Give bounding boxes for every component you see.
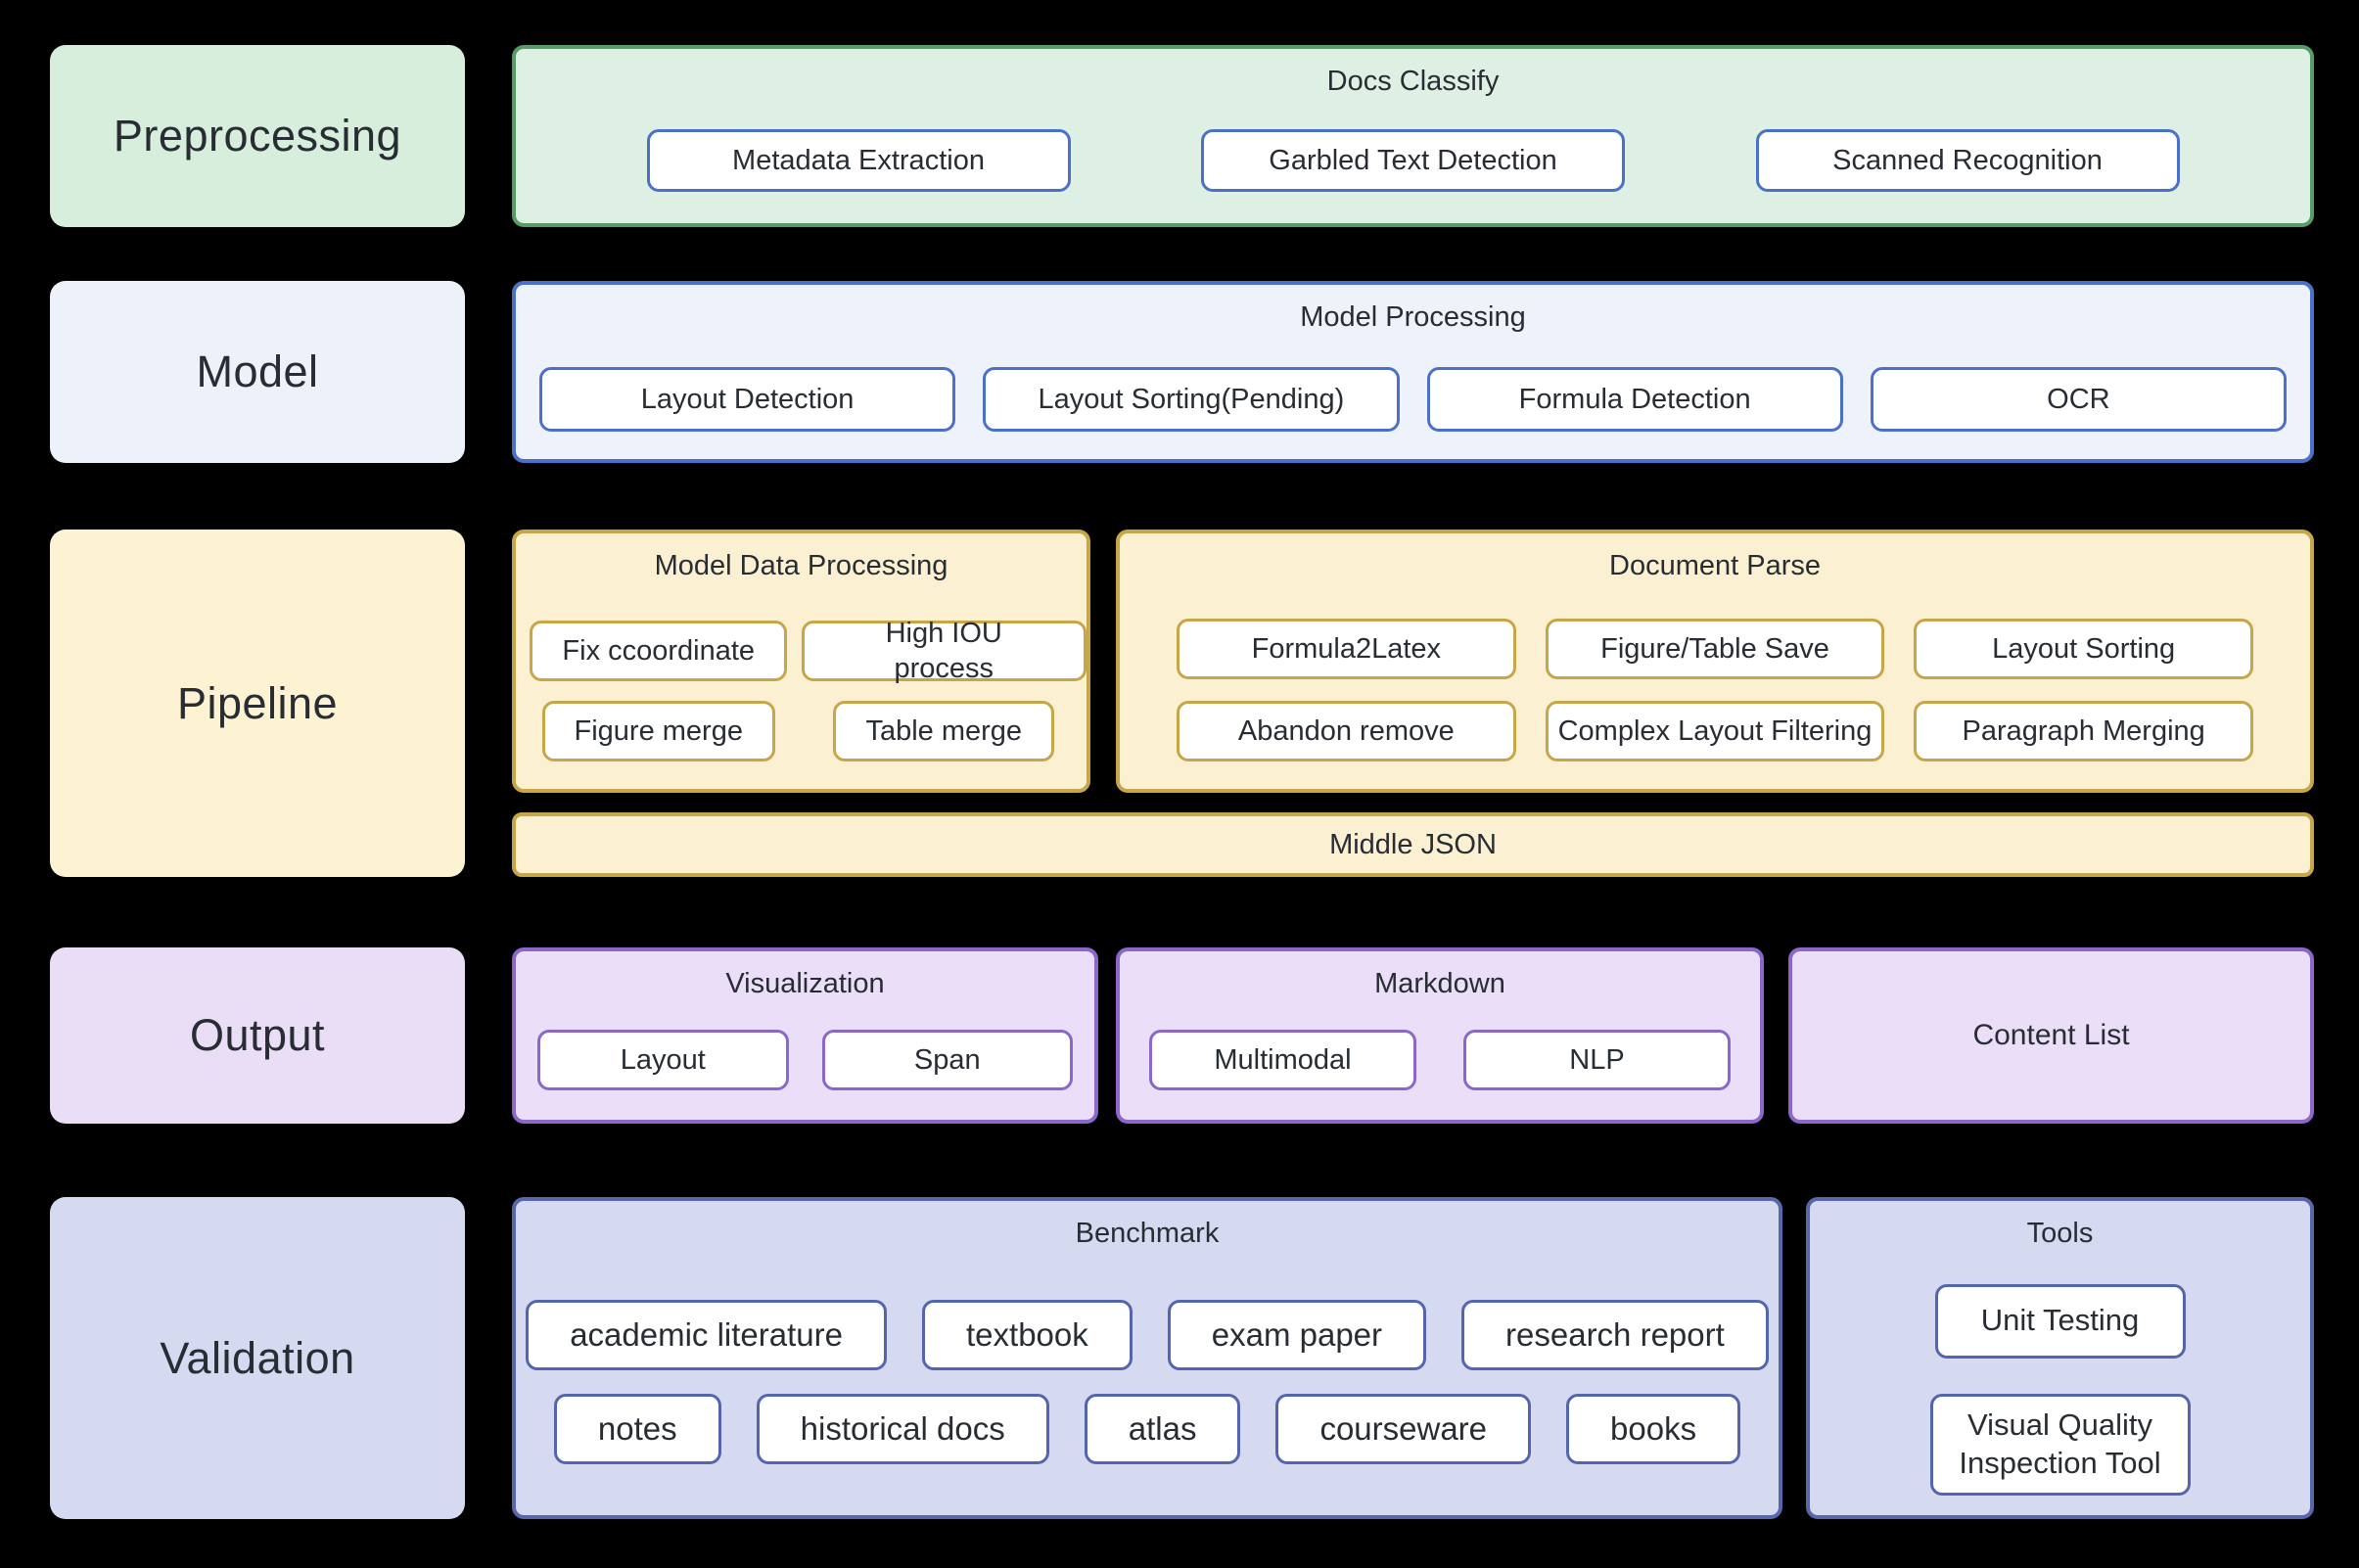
group-title-model-data-processing: Model Data Processing bbox=[654, 550, 948, 581]
group-title-docs-classify: Docs Classify bbox=[1326, 66, 1500, 97]
pill-atlas: atlas bbox=[1084, 1394, 1241, 1464]
pill-books: books bbox=[1566, 1394, 1741, 1464]
group-model-processing: Model Processing Layout Detection Layout… bbox=[512, 281, 2314, 463]
pill-notes: notes bbox=[553, 1394, 721, 1464]
row-label-validation: Validation bbox=[50, 1197, 465, 1519]
group-tools: Tools Unit Testing Visual Quality Inspec… bbox=[1806, 1197, 2314, 1519]
group-title-benchmark: Benchmark bbox=[1075, 1218, 1220, 1249]
group-title-model-processing: Model Processing bbox=[1300, 301, 1526, 333]
pill-layout: Layout bbox=[537, 1030, 789, 1090]
pill-figure-merge: Figure merge bbox=[541, 701, 775, 761]
pill-layout-sorting-pending: Layout Sorting(Pending) bbox=[983, 367, 1400, 432]
pill-paragraph-merging: Paragraph Merging bbox=[1914, 701, 2253, 761]
pill-layout-sorting: Layout Sorting bbox=[1914, 619, 2253, 679]
pill-textbook: textbook bbox=[922, 1300, 1133, 1370]
group-title-visualization: Visualization bbox=[725, 968, 885, 999]
row-label-pipeline: Pipeline bbox=[50, 530, 465, 877]
pill-unit-testing: Unit Testing bbox=[1934, 1283, 2186, 1359]
pill-table-merge: Table merge bbox=[833, 701, 1055, 761]
row-output: Output Visualization Layout Span Markdow… bbox=[50, 947, 2314, 1124]
row-preprocessing: Preprocessing Docs Classify Metadata Ext… bbox=[50, 45, 2314, 227]
row-pipeline: Pipeline Model Data Processing Fix ccoor… bbox=[50, 530, 2314, 877]
group-document-parse: Document Parse Formula2Latex Figure/Tabl… bbox=[1116, 530, 2314, 793]
group-markdown: Markdown Multimodal NLP bbox=[1116, 947, 1764, 1124]
pill-garbled-text-detection: Garbled Text Detection bbox=[1201, 129, 1625, 192]
group-benchmark: Benchmark academic literature textbook e… bbox=[512, 1197, 1782, 1519]
pill-fix-ccoordinate: Fix ccoordinate bbox=[530, 621, 788, 681]
group-docs-classify: Docs Classify Metadata Extraction Garble… bbox=[512, 45, 2314, 227]
pill-academic-literature: academic literature bbox=[526, 1300, 887, 1370]
row-validation: Validation Benchmark academic literature… bbox=[50, 1197, 2314, 1519]
row-label-output: Output bbox=[50, 947, 465, 1124]
pill-ocr: OCR bbox=[1870, 367, 2287, 432]
pill-high-iou-process: High IOU process bbox=[801, 618, 1087, 684]
pill-historical-docs: historical docs bbox=[756, 1394, 1049, 1464]
group-title-markdown: Markdown bbox=[1374, 968, 1505, 999]
pill-span: Span bbox=[821, 1030, 1073, 1090]
pill-formula2latex: Formula2Latex bbox=[1177, 619, 1516, 679]
group-title-document-parse: Document Parse bbox=[1609, 550, 1821, 581]
group-visualization: Visualization Layout Span bbox=[512, 947, 1098, 1124]
pill-metadata-extraction: Metadata Extraction bbox=[646, 129, 1071, 192]
pill-scanned-recognition: Scanned Recognition bbox=[1755, 129, 2180, 192]
pill-visual-quality-inspection-tool: Visual Quality Inspection Tool bbox=[1929, 1393, 2191, 1496]
pill-research-report: research report bbox=[1461, 1300, 1769, 1370]
row-model: Model Model Processing Layout Detection … bbox=[50, 281, 2314, 463]
pill-formula-detection: Formula Detection bbox=[1426, 367, 1843, 432]
group-content-list: Content List bbox=[1788, 947, 2314, 1124]
pill-nlp: NLP bbox=[1463, 1030, 1731, 1090]
pill-multimodal: Multimodal bbox=[1149, 1030, 1416, 1090]
pill-figure-table-save: Figure/Table Save bbox=[1545, 619, 1885, 679]
pill-courseware: courseware bbox=[1275, 1394, 1532, 1464]
pill-abandon-remove: Abandon remove bbox=[1177, 701, 1516, 761]
pill-layout-detection: Layout Detection bbox=[539, 367, 956, 432]
group-model-data-processing: Model Data Processing Fix ccoordinate Hi… bbox=[512, 530, 1090, 793]
row-label-model: Model bbox=[50, 281, 465, 463]
pill-complex-layout-filtering: Complex Layout Filtering bbox=[1545, 701, 1885, 761]
row-label-preprocessing: Preprocessing bbox=[50, 45, 465, 227]
group-title-tools: Tools bbox=[2026, 1218, 2094, 1249]
banner-middle-json: Middle JSON bbox=[512, 812, 2314, 877]
pill-exam-paper: exam paper bbox=[1167, 1300, 1427, 1370]
